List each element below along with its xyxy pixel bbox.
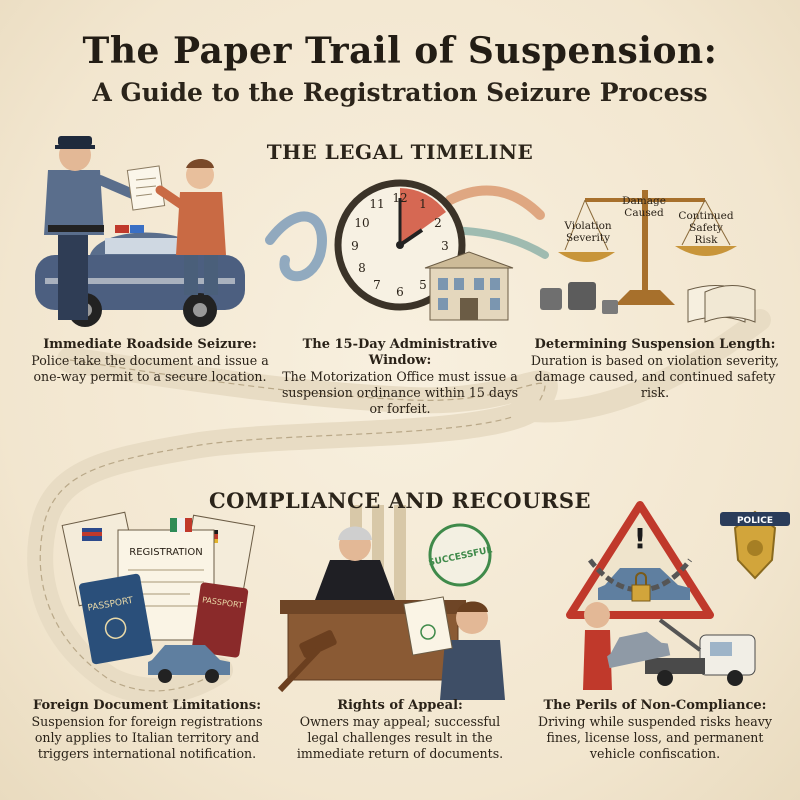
returned-document bbox=[404, 597, 452, 655]
step-body: Suspension for foreign registrations onl… bbox=[31, 714, 262, 761]
police-scene bbox=[35, 136, 245, 327]
clock-number: 9 bbox=[351, 239, 359, 253]
page-subtitle: A Guide to the Registration Seizure Proc… bbox=[0, 78, 800, 107]
padlock bbox=[632, 585, 650, 601]
appeal-scene: SUCCESSFUL bbox=[280, 505, 505, 700]
scale-label-damage: Damage Caused bbox=[616, 195, 672, 219]
scale-label-risk: Continued Safety Risk bbox=[676, 210, 736, 246]
section-heading-timeline: THE LEGAL TIMELINE bbox=[0, 140, 800, 164]
clock-number: 7 bbox=[373, 278, 381, 292]
weight bbox=[568, 282, 596, 310]
step-body: Owners may appeal; successful legal chal… bbox=[297, 714, 503, 761]
police-car-light-red bbox=[115, 225, 129, 233]
step-heading: Determining Suspension Length: bbox=[530, 337, 780, 353]
police-badge-label: POLICE bbox=[737, 516, 773, 526]
distressed-driver bbox=[583, 630, 612, 690]
step-heading: The Perils of Non-Compliance: bbox=[530, 698, 780, 714]
clock-number: 10 bbox=[354, 216, 369, 230]
police-car-light-blue bbox=[130, 225, 144, 233]
step-body: Driving while suspended risks heavy fine… bbox=[538, 714, 772, 761]
clock-number: 5 bbox=[419, 278, 427, 292]
clock-number: 8 bbox=[358, 261, 366, 275]
step-heading: The 15-Day Administrative Window: bbox=[278, 337, 522, 369]
clock-scene: 12 1 2 3 4 5 6 7 8 9 10 11 bbox=[338, 183, 513, 320]
clock-number: 1 bbox=[419, 197, 427, 211]
step-length: Determining Suspension Length: Duration … bbox=[530, 337, 780, 401]
clock-number: 11 bbox=[369, 197, 384, 211]
step-body: Duration is based on violation severity,… bbox=[531, 353, 779, 400]
step-heading: Foreign Document Limitations: bbox=[22, 698, 272, 714]
step-heading: Immediate Roadside Seizure: bbox=[30, 337, 270, 353]
section-heading-compliance: COMPLIANCE AND RECOURSE bbox=[0, 488, 800, 513]
scale-pan-left bbox=[558, 252, 615, 262]
registration-label: REGISTRATION bbox=[129, 547, 202, 558]
perils-scene: ! POLICE bbox=[570, 505, 790, 690]
scale-label-violation: Violation Severity bbox=[560, 220, 616, 244]
step-roadside: Immediate Roadside Seizure: Police take … bbox=[30, 337, 270, 385]
swirl-blue bbox=[270, 216, 322, 276]
step-heading: Rights of Appeal: bbox=[285, 698, 515, 714]
step-window: The 15-Day Administrative Window: The Mo… bbox=[278, 337, 522, 417]
step-body: The Motorization Office must issue a sus… bbox=[282, 369, 518, 416]
weight bbox=[540, 288, 562, 310]
step-appeal: Rights of Appeal: Owners may appeal; suc… bbox=[285, 698, 515, 762]
swirl-orange bbox=[450, 191, 540, 215]
step-foreign: Foreign Document Limitations: Suspension… bbox=[22, 698, 272, 762]
scale-pan-right bbox=[675, 246, 737, 256]
step-perils: The Perils of Non-Compliance: Driving wh… bbox=[530, 698, 780, 762]
clock-number: 3 bbox=[441, 239, 449, 253]
svg-text:!: ! bbox=[634, 522, 647, 555]
step-body: Police take the document and issue a one… bbox=[31, 353, 269, 384]
police-car-window bbox=[105, 238, 180, 254]
clock-number: 2 bbox=[434, 216, 442, 230]
page-title: The Paper Trail of Suspension: bbox=[0, 30, 800, 72]
weight bbox=[602, 300, 618, 314]
officer-legs bbox=[58, 225, 88, 320]
clock-number: 6 bbox=[396, 285, 404, 299]
